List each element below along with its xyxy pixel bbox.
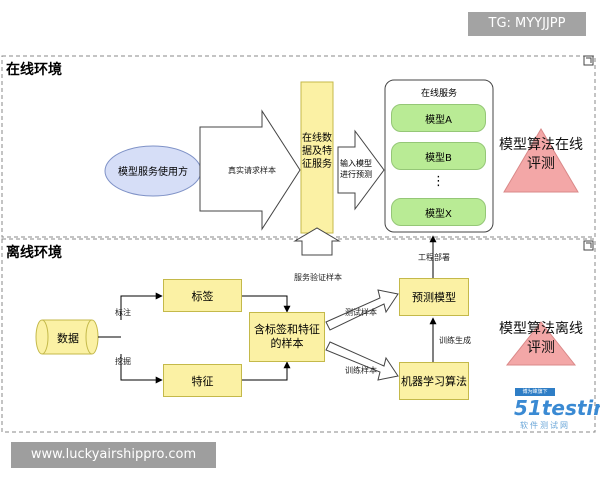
offline-env-title: 离线环境	[6, 245, 62, 261]
offline-eval-triangle	[505, 321, 577, 366]
sample-box: 含标签和特征的样本	[249, 312, 325, 362]
mine-edge-label: 挖掘	[115, 357, 131, 366]
verify-up-arrow	[293, 227, 341, 256]
label-box: 标签	[163, 279, 242, 312]
input-predict-label: 输入模型进行预测	[340, 159, 372, 179]
client-label: 模型服务使用方	[118, 167, 188, 178]
input-block-arrow	[337, 129, 385, 211]
online-env-frame	[1, 55, 596, 238]
request-block-arrow	[199, 109, 301, 231]
predict-model-box: 预测模型	[399, 278, 469, 316]
online-eval-label: 模型算法在线评测	[499, 137, 583, 172]
annotate-edge-label: 标注	[115, 308, 131, 317]
expand-icon	[583, 55, 594, 66]
feature-box: 特征	[163, 364, 242, 397]
request-sample-label: 真实请求样本	[228, 166, 276, 175]
data-cylinder	[35, 319, 99, 355]
online-service-title: 在线服务	[420, 89, 457, 99]
feature-service-box	[300, 81, 334, 234]
url-watermark: www.luckyairshippro.com	[11, 442, 216, 468]
tg-watermark: TG: MYYJJPP	[468, 12, 586, 36]
logo-wordmark: 51testing	[514, 396, 600, 420]
deploy-label: 工程部署	[418, 253, 450, 262]
online-eval-triangle	[503, 128, 579, 193]
data-to-label-edge	[120, 292, 163, 320]
test-sample-label: 测试样本	[345, 308, 377, 317]
label-to-sample-edge	[242, 295, 291, 313]
model-a-pill: 模型A	[391, 104, 486, 132]
train-generate-label: 训练生成	[439, 336, 471, 345]
data-to-feature-edge	[120, 354, 163, 384]
model-x-pill: 模型X	[391, 198, 486, 226]
expand-icon	[583, 240, 594, 251]
feature-service-label: 在线数据及特征服务	[302, 133, 332, 170]
online-env-title: 在线环境	[6, 62, 62, 78]
offline-eval-label: 模型算法离线评测	[499, 321, 583, 356]
train-sample-label: 训练样本	[345, 366, 377, 375]
train-sample-arrow	[325, 341, 399, 381]
feature-to-sample-edge	[242, 361, 291, 381]
test-sample-arrow	[325, 289, 399, 331]
service-verify-label: 服务验证样本	[294, 273, 342, 282]
model-b-pill: 模型B	[391, 142, 486, 170]
logo-tagline: 博为峰旗下	[515, 388, 555, 396]
logo-subtitle: 软件测试网	[520, 421, 570, 430]
ml-algorithm-box: 机器学习算法	[399, 362, 469, 400]
data-label: 数据	[57, 332, 79, 345]
model-ellipsis: ⋮	[432, 174, 445, 189]
